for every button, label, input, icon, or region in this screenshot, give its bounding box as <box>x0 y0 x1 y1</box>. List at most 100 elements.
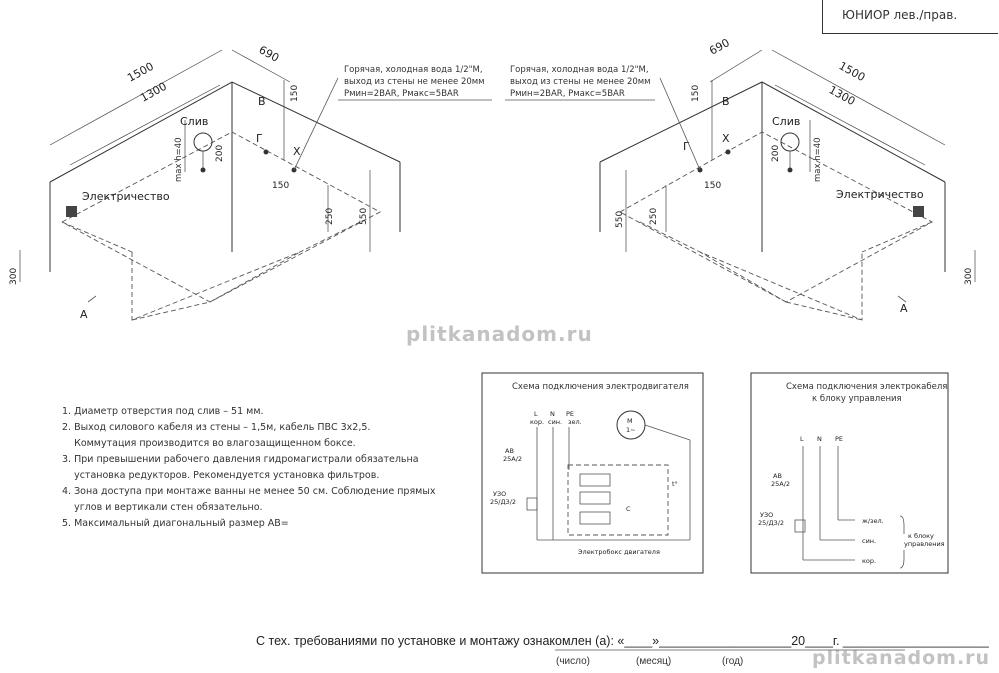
note-3: 3. При превышении рабочего давления гидр… <box>62 454 419 465</box>
motor-rcd-symbol <box>526 497 538 511</box>
motor-terminal-2 <box>579 491 611 505</box>
cable-rcd-2: 25/ДЗ/2 <box>758 519 784 527</box>
note-3b: установка редукторов. Рекомендуется уста… <box>62 470 380 481</box>
note-4b: углов и вертикали стен обязательно. <box>62 502 263 513</box>
left-water-note-1: Горячая, холодная вода 1/2"М, <box>344 65 483 75</box>
right-tub-lower-outline <box>639 221 863 321</box>
right-dim-550: 550 <box>615 211 625 228</box>
ack-sub-month: (месяц) <box>636 656 672 667</box>
right-tub-edge-3 <box>785 301 863 321</box>
right-water-leader <box>659 77 701 171</box>
right-dim-150b: 150 <box>704 181 721 191</box>
left-drain-dot <box>200 167 206 173</box>
motor-terminal-1 <box>579 473 611 487</box>
right-dim-1300-line <box>774 84 926 166</box>
left-dim-250: 250 <box>325 208 335 225</box>
right-tub-edge <box>861 221 933 253</box>
right-dim-200: 200 <box>771 145 781 162</box>
motor-PE: PE <box>566 410 574 418</box>
cable-scheme-title-2: к блоку управления <box>812 394 902 404</box>
right-dim-maxh: max h=40 <box>813 137 823 182</box>
right-water-note: Горячая, холодная вода 1/2"М, выход из с… <box>505 65 655 101</box>
left-dim-550: 550 <box>359 208 369 225</box>
right-drain-label: Слив <box>772 115 800 128</box>
left-tub-top-outline <box>61 131 381 303</box>
right-wall-top-edges <box>599 81 946 183</box>
right-drain-dot <box>787 167 793 173</box>
cable-scheme: Схема подключения электрокабеля к блоку … <box>750 372 949 574</box>
left-drain-circle <box>193 132 213 152</box>
left-label-b: В <box>258 95 266 108</box>
cable-to-block-1: к блоку <box>908 532 934 540</box>
motor-symbol-icon <box>616 410 646 440</box>
motor-scheme-title: Схема подключения электродвигателя <box>512 382 689 392</box>
right-dim-690: 690 <box>707 36 732 58</box>
right-power-label: Электричество <box>836 188 924 201</box>
motor-wire-pe: зел. <box>568 418 582 426</box>
watermark-corner: plitkanadom.ru <box>812 647 991 669</box>
right-dim-300: 300 <box>964 268 974 285</box>
motor-scheme: Схема подключения электродвигателя L N P… <box>481 372 704 574</box>
cable-w2: син. <box>862 537 876 545</box>
left-water-note: Горячая, холодная вода 1/2"М, выход из с… <box>338 65 492 101</box>
cable-N: N <box>817 435 822 443</box>
right-dim-250: 250 <box>649 208 659 225</box>
motor-label-phase: 1~ <box>626 426 636 434</box>
left-label-a: А <box>80 308 88 321</box>
motor-terminal-3 <box>579 511 611 525</box>
left-dim-1300-line <box>69 84 221 166</box>
note-2: 2. Выход силового кабеля из стены – 1,5м… <box>62 422 371 433</box>
right-label-g: Г <box>683 140 690 153</box>
installation-notes: 1. Диаметр отверстия под слив – 51 мм. 2… <box>62 404 462 532</box>
left-iso-view: 1500 1300 690 300 550 250 max h=40 200 1… <box>9 43 401 321</box>
left-label-x: Х <box>293 145 301 158</box>
left-dim-690: 690 <box>257 43 282 65</box>
left-dim-300: 300 <box>9 268 19 285</box>
left-water-leader <box>293 77 339 171</box>
motor-rcd-2: 25/ДЗ/2 <box>490 498 516 506</box>
cable-scheme-frame <box>750 372 949 574</box>
left-tub-lower-outline <box>131 221 361 321</box>
right-a-arrow <box>897 295 907 303</box>
motor-breaker-2: 25А/2 <box>503 455 522 463</box>
motor-box-outline <box>567 464 669 536</box>
motor-wire-l: кор. <box>530 418 544 426</box>
cable-PE: PE <box>835 435 843 443</box>
note-4: 4. Зона доступа при монтаже ванны не мен… <box>62 486 436 497</box>
motor-wire-n: син. <box>548 418 562 426</box>
right-label-x: Х <box>722 132 730 145</box>
ack-sub-year: (год) <box>722 656 744 667</box>
cable-scheme-title-1: Схема подключения электрокабеля <box>786 382 947 392</box>
left-water-note-3: Рмин=2BAR, Рмакс=5BAR <box>344 89 459 99</box>
right-tub-edge-2 <box>699 251 787 303</box>
motor-N: N <box>550 410 555 418</box>
cable-w1: ж/зел. <box>862 517 884 525</box>
note-1: 1. Диаметр отверстия под слив – 51 мм. <box>62 406 264 417</box>
right-hot-water-dot <box>725 149 731 155</box>
left-dim-150b: 150 <box>272 181 289 191</box>
left-dim-1300: 1300 <box>138 80 169 105</box>
cable-w3: кор. <box>862 557 876 565</box>
right-dim-1300: 1300 <box>827 83 858 108</box>
acknowledgement-line: С тех. требованиями по установке и монта… <box>256 634 989 648</box>
right-dim-1500: 1500 <box>837 59 868 84</box>
right-water-note-3: Рмин=2BAR, Рмакс=5BAR <box>510 89 625 99</box>
right-dim-690-line <box>709 49 763 83</box>
right-dim-150a: 150 <box>691 85 701 102</box>
cable-brace <box>899 515 905 569</box>
right-iso-view: 690 1500 1300 300 550 250 max h=40 200 1… <box>599 36 976 321</box>
note-5: 5. Максимальный диагональный размер АВ= <box>62 518 289 529</box>
left-dim-1500-line <box>49 49 223 146</box>
cable-breaker-1: АВ <box>773 472 782 480</box>
left-a-arrow <box>87 295 97 303</box>
cable-L: L <box>800 435 804 443</box>
left-tub-edge-2 <box>209 251 301 303</box>
right-drain-circle <box>780 132 800 152</box>
motor-box-label: Электробокс двигателя <box>578 548 660 556</box>
left-dim-1500: 1500 <box>125 60 156 85</box>
motor-feed-line <box>644 424 691 441</box>
motor-scheme-frame <box>481 372 704 574</box>
cable-to-block-2: управления <box>904 540 945 548</box>
drawing-title: ЮНИОР лев./прав. <box>842 8 958 22</box>
